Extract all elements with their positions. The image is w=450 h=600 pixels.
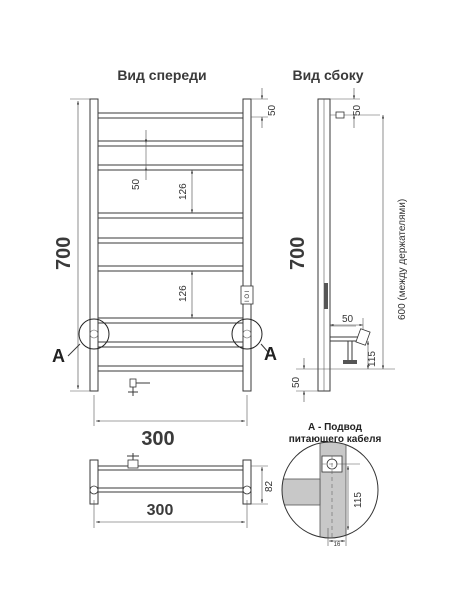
side-view-title: Вид сбоку (292, 67, 363, 83)
dim-50-inner: 50 (131, 178, 142, 190)
dim-50-bottom: 50 (291, 376, 302, 388)
detail-a: А - Подвод питающего кабеля 115 16 (281, 422, 382, 548)
crossbars (97, 112, 244, 372)
width-300-label-front: 300 (141, 428, 174, 450)
dim-126-lower: 126 (178, 285, 189, 302)
front-view: 700 50 50 126 126 (52, 88, 278, 450)
detail-title-line2: питающего кабеля (289, 433, 382, 445)
dim-16: 16 (334, 542, 341, 548)
dim-115-detail: 115 (353, 492, 364, 508)
cable-connector-front (128, 378, 150, 396)
front-view-title: Вид спереди (117, 67, 206, 83)
side-cable-mount (330, 325, 371, 364)
label-a-right: A (264, 344, 277, 364)
side-switch (324, 283, 328, 309)
label-a-left: A (52, 346, 65, 366)
top-view: 82 300 (89, 453, 275, 528)
height-700-label: 700 (53, 237, 75, 270)
detail-circle-left (78, 318, 110, 350)
dim-115-side: 115 (367, 351, 378, 367)
dim-126-upper: 126 (178, 183, 189, 200)
dim-50-top-front: 50 (267, 104, 278, 116)
detail-title-line1: А - Подвод (308, 422, 363, 433)
dim-82: 82 (264, 480, 275, 492)
right-rail (242, 98, 252, 392)
width-300-label-top: 300 (147, 502, 174, 519)
dim-600-holders: 600 (между держателями) (397, 199, 408, 320)
detail-circle-right (231, 318, 263, 350)
switch-label: I O I (245, 290, 251, 302)
detail-circle (281, 441, 379, 539)
dim-50-bracket: 50 (342, 314, 354, 325)
left-rail (89, 98, 99, 392)
height-700-label-side: 700 (287, 237, 309, 270)
power-switch-box (240, 285, 254, 305)
dim-50-top-side: 50 (352, 104, 363, 116)
side-view: 700 50 600 (между держателями) 50 (287, 88, 408, 402)
